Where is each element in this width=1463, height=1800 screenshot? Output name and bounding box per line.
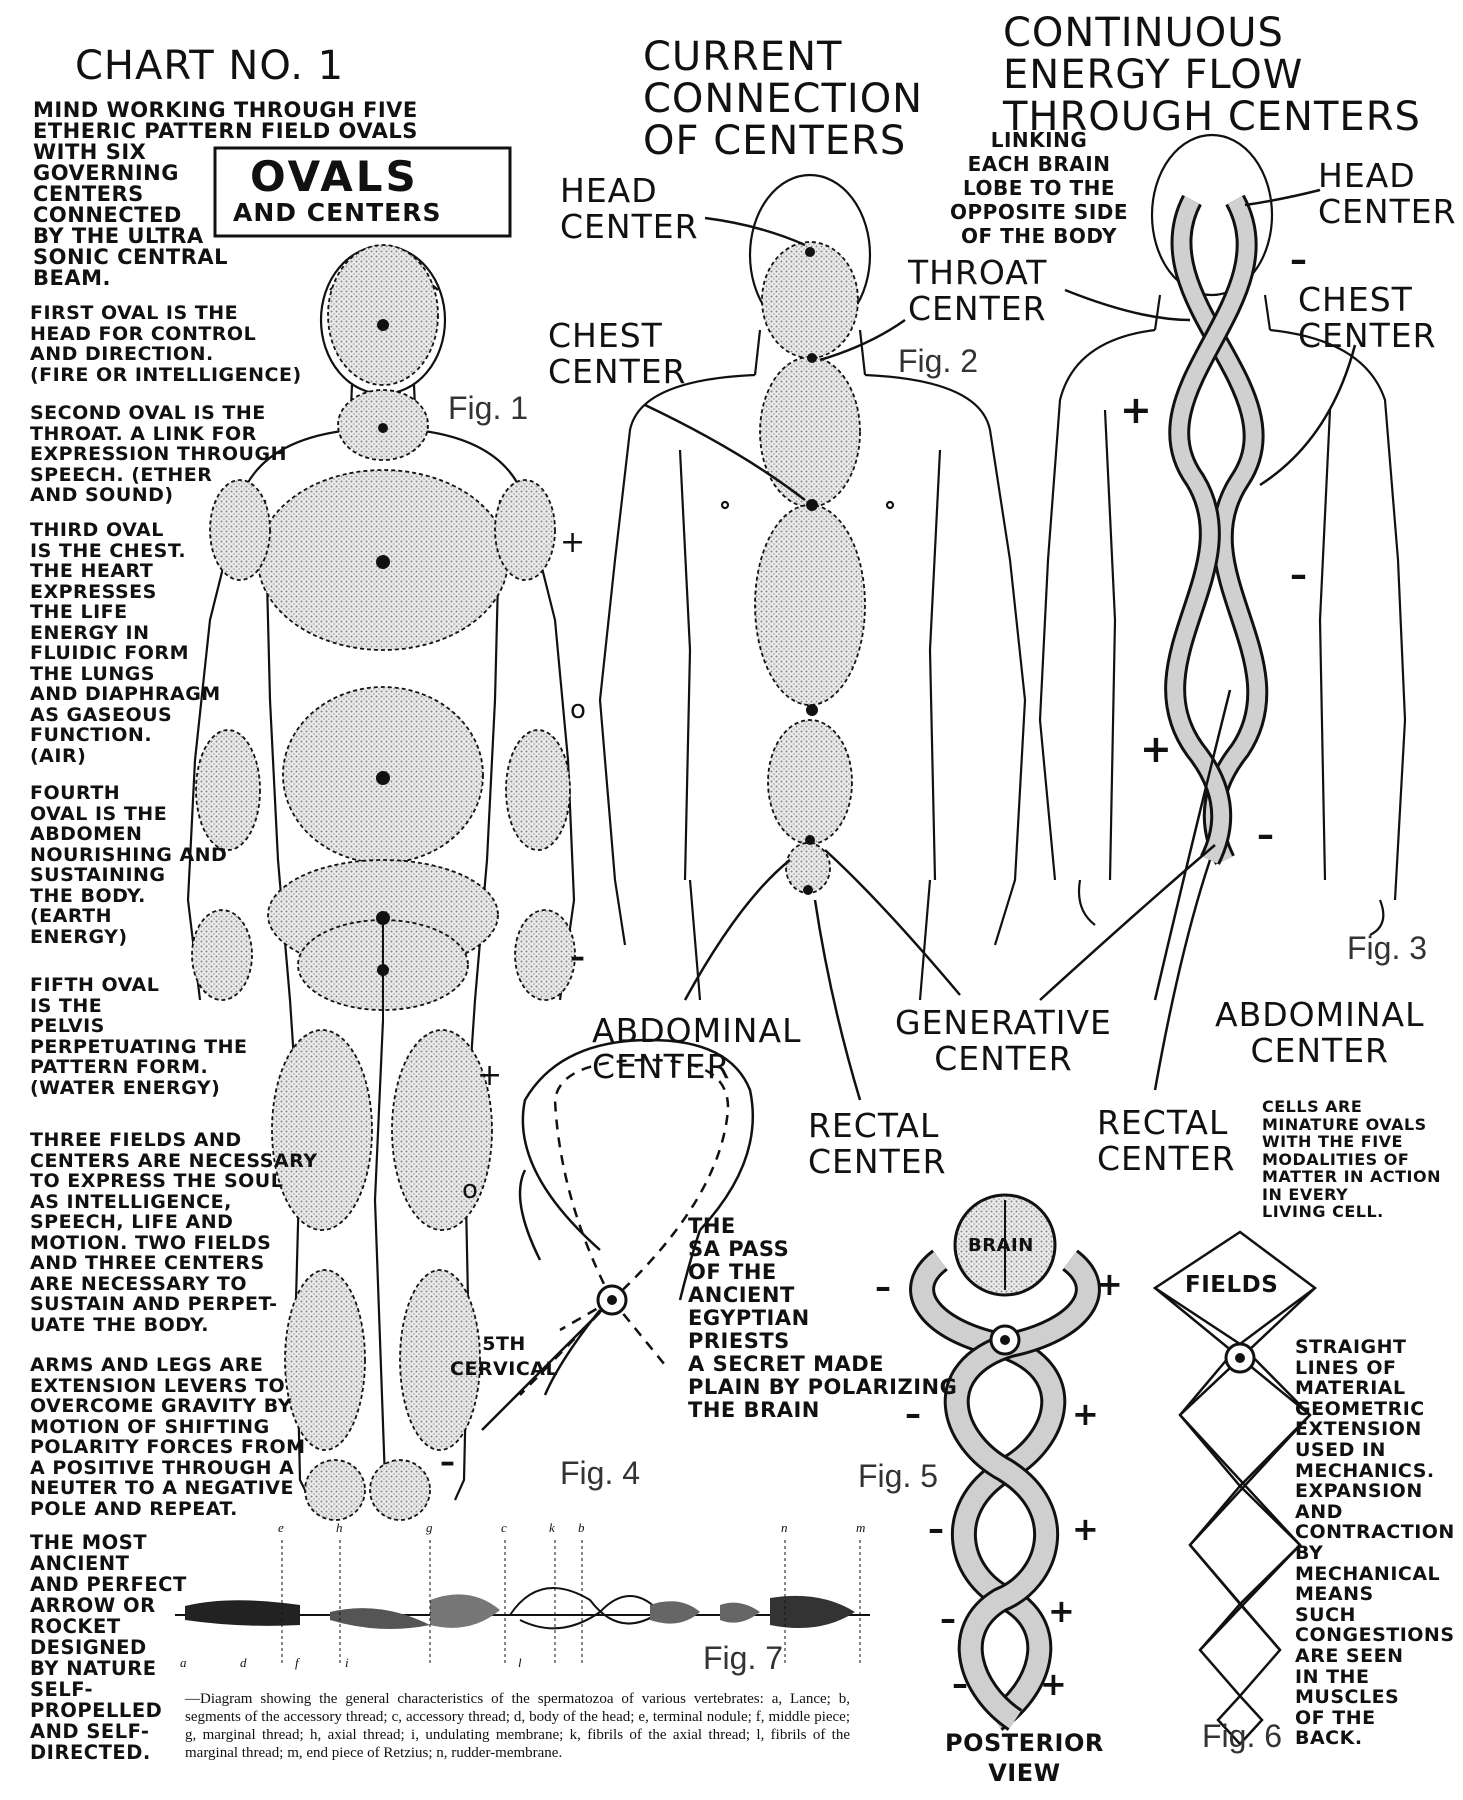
oval-note-6: THREE FIELDS AND CENTERS ARE NECESSARY T… <box>30 1129 318 1336</box>
fig2-leader-lines <box>644 216 961 1101</box>
fig7-letter-h: h <box>336 1520 343 1535</box>
fig5-serpents <box>909 1249 1101 1731</box>
oval-note-7: ARMS AND LEGS ARE EXTENSION LEVERS TO OV… <box>30 1354 306 1520</box>
chart-title: CHART NO. 1 <box>75 43 345 89</box>
oval-note-3: THIRD OVAL IS THE CHEST. THE HEART EXPRE… <box>30 519 221 767</box>
fig1-plus-upper: + <box>560 525 586 560</box>
fig5-plus-4: + <box>1048 1592 1076 1630</box>
fig5-posterior-view: POSTERIOR VIEW <box>945 1729 1104 1787</box>
oval-note-5: FIFTH OVAL IS THE PELVIS PERPETUATING TH… <box>30 974 248 1099</box>
fig7-letter-f: f <box>295 1655 299 1670</box>
fig7-letter-b: b <box>578 1520 585 1535</box>
fig2-throat-center: THROAT CENTER <box>908 253 1048 328</box>
fig5-plus-5: + <box>1040 1665 1068 1703</box>
fig4-sa-pass-note: THE SA PASS OF THE ANCIENT EGYPTIAN PRIE… <box>688 1214 958 1422</box>
fig2-rectal-center: RECTAL CENTER <box>808 1106 947 1181</box>
fig3-leader-lines <box>1039 188 1357 1091</box>
fig6-center-node <box>1224 1342 1256 1374</box>
fig3-subtitle: LINKING EACH BRAIN LOBE TO THE OPPOSITE … <box>950 128 1129 248</box>
intro-text: MIND WORKING THROUGH FIVE ETHERIC PATTER… <box>33 98 418 290</box>
fig1-plus-lower: + <box>477 1058 503 1093</box>
fig1-minus-upper: – <box>570 940 586 975</box>
fig7-letter-i: i <box>345 1655 349 1670</box>
fig3-minus-middle: – <box>1290 555 1308 595</box>
fig2-centers <box>803 247 818 895</box>
fig7-letter-m: m <box>856 1520 866 1535</box>
fig6-diamonds <box>1152 1230 1318 1746</box>
fig5-plus-2: + <box>1072 1395 1100 1433</box>
fig3-minus-upper: – <box>1290 240 1308 280</box>
fig3-label: Fig. 3 <box>1347 930 1428 966</box>
fig7-letter-a: a <box>180 1655 187 1670</box>
fig5-plus-3: + <box>1072 1510 1100 1548</box>
fig1-label: Fig. 1 <box>448 390 529 426</box>
fig7-letter-d: d <box>240 1655 247 1670</box>
fig5-minus-5: – <box>952 1665 969 1703</box>
fig2-ovals <box>754 241 866 894</box>
fig3-abdominal-center: ABDOMINAL CENTER <box>1215 995 1425 1070</box>
fig3-head-center: HEAD CENTER <box>1318 156 1457 231</box>
fig2-label: Fig. 2 <box>898 343 979 379</box>
fig5-minus-4: – <box>940 1600 957 1638</box>
ovals-box-title: OVALS <box>250 152 419 201</box>
oval-note-2: SECOND OVAL IS THE THROAT. A LINK FOR EX… <box>30 402 287 506</box>
fig3-rectal-center: RECTAL CENTER <box>1097 1103 1236 1178</box>
fig2-chest-center: CHEST CENTER <box>548 316 687 391</box>
fig7-spermatozoon <box>175 1540 870 1665</box>
fig5-center-node <box>989 1324 1021 1356</box>
fig3-figure <box>1038 133 1407 936</box>
fig4-cervical-arrow <box>543 1309 601 1396</box>
generative-center-label: GENERATIVE CENTER <box>895 1003 1112 1078</box>
oval-note-1: FIRST OVAL IS THE HEAD FOR CONTROL AND D… <box>30 302 302 386</box>
fig6-note: STRAIGHT LINES OF MATERIAL GEOMETRIC EXT… <box>1295 1336 1455 1750</box>
fig7-letter-c: c <box>501 1520 507 1535</box>
fig1-neuter-lower: o <box>462 1175 479 1205</box>
fig7-letter-n: n <box>781 1520 788 1535</box>
oval-note-4: FOURTH OVAL IS THE ABDOMEN NOURISHING AN… <box>30 782 228 948</box>
fig2-figure <box>598 173 1027 1001</box>
cells-note: CELLS ARE MINATURE OVALS WITH THE FIVE M… <box>1262 1097 1441 1221</box>
fig1-minus-lower: – <box>440 1445 456 1480</box>
fig5-label: Fig. 5 <box>858 1458 939 1494</box>
fig3-double-helix <box>1164 194 1269 865</box>
fig4-cervical-label: 5TH CERVICAL <box>450 1333 559 1380</box>
fig4-center-node <box>596 1284 628 1316</box>
ovals-box-subtitle: AND CENTERS <box>233 198 442 227</box>
fig6-label: Fig. 6 <box>1202 1718 1283 1754</box>
fig5-minus-2: – <box>905 1395 922 1433</box>
fig3-chest-center: CHEST CENTER <box>1298 280 1437 355</box>
fig7-letter-e: e <box>278 1520 284 1535</box>
fig7-letter-k: k <box>549 1520 555 1535</box>
fig5-brain <box>953 1193 1057 1297</box>
ovals-box-frame <box>213 146 512 238</box>
fig2-abdominal-center: ABDOMINAL CENTER <box>592 1011 802 1086</box>
oval-note-8: THE MOST ANCIENT AND PERFECT ARROW OR RO… <box>30 1531 187 1764</box>
fig5-brain-label: BRAIN <box>968 1235 1034 1256</box>
fig3-plus-upper: + <box>1120 388 1153 432</box>
fig7-letter-g: g <box>426 1520 433 1535</box>
fig3-title: CONTINUOUS ENERGY FLOW THROUGH CENTERS <box>1003 10 1421 140</box>
fig7-caption: —Diagram showing the general characteris… <box>185 1691 850 1761</box>
fig1-neuter-upper: o <box>570 695 587 725</box>
fig5-plus-1: + <box>1096 1265 1124 1303</box>
fig7-label: Fig. 7 <box>703 1640 784 1676</box>
fig5-minus-3: – <box>928 1510 945 1548</box>
fig5-minus-1: – <box>875 1268 892 1306</box>
fig6-fields-label: FIELDS <box>1185 1272 1279 1298</box>
fig3-minus-lower: – <box>1257 815 1275 855</box>
fig3-plus-lower: + <box>1140 727 1173 771</box>
fig2-title: CURRENT CONNECTION OF CENTERS <box>643 34 924 164</box>
fig7-letter-l: l <box>518 1655 522 1670</box>
fig4-label: Fig. 4 <box>560 1455 641 1491</box>
fig2-head-center: HEAD CENTER <box>560 171 699 246</box>
